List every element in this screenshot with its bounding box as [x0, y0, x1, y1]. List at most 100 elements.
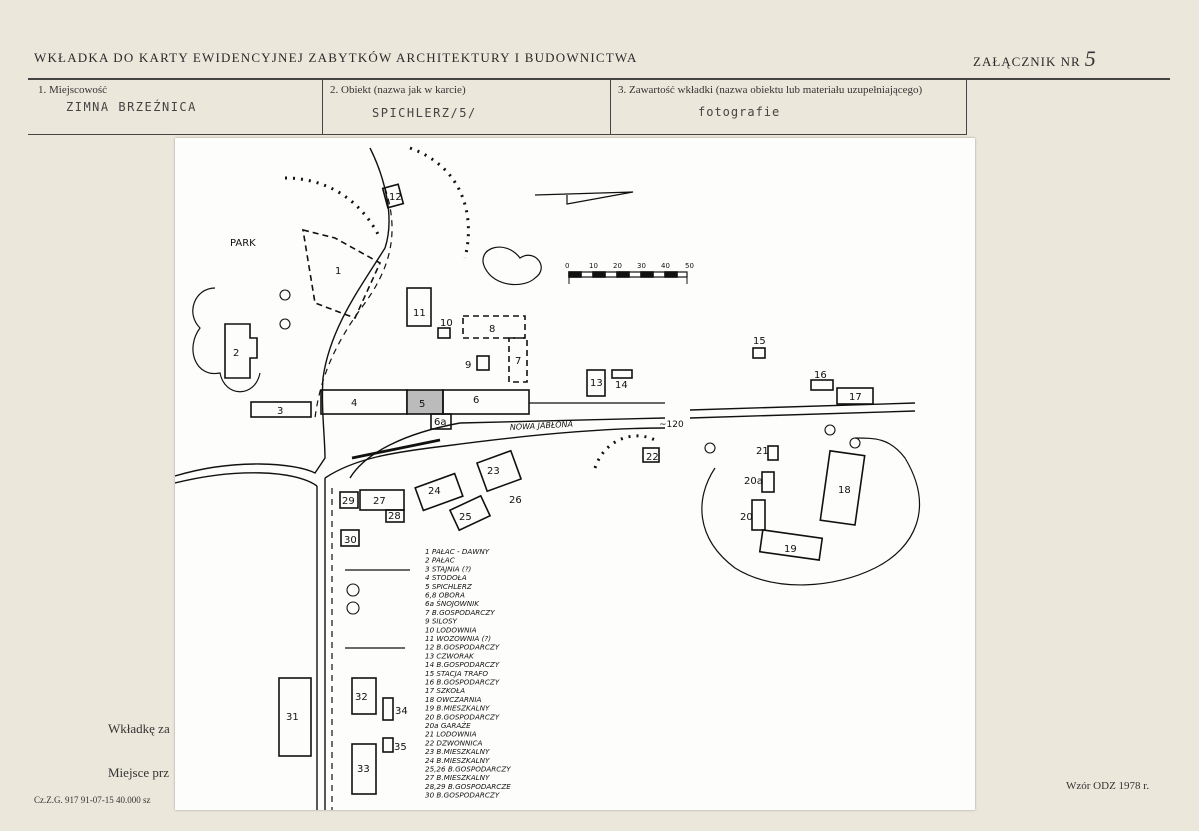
building-number-29: 29 — [342, 496, 355, 507]
form-title: WKŁADKA DO KARTY EWIDENCYJNEJ ZABYTKÓW A… — [34, 50, 638, 65]
building-number-10: 10 — [440, 318, 453, 329]
legend-entry: 21 LODOWNIA — [425, 730, 477, 739]
building-7 — [508, 337, 528, 383]
building-14 — [611, 369, 633, 379]
building-19 — [758, 529, 824, 561]
legend-entry: 27 B.MIESZKALNY — [425, 773, 490, 782]
building-27 — [359, 489, 405, 511]
building-33 — [351, 743, 377, 795]
tree — [279, 318, 291, 330]
building-18 — [819, 449, 866, 526]
park-arc-lower — [593, 434, 656, 469]
building-24 — [414, 472, 464, 512]
legend-entry: 3 STAJNIA (?) — [425, 564, 472, 573]
legend-entry: 13 CZWORAK — [425, 651, 475, 660]
building-16 — [810, 379, 834, 391]
legend-entry: 28,29 B.GOSPODARCZE — [425, 782, 511, 791]
road-nowa-jablona-s — [324, 427, 666, 479]
park-label: PARK — [230, 238, 256, 249]
legend-entry: 10 LODOWNIA — [425, 625, 477, 634]
building-number-22: 22 — [646, 452, 659, 463]
building-number-25: 25 — [459, 512, 472, 523]
main-road-north-edge — [175, 147, 390, 477]
field-2-value: SPICHLERZ/5/ — [372, 106, 477, 120]
tree-clump-east — [701, 437, 920, 586]
building-15 — [752, 347, 766, 359]
field-3-label: 3. Zawartość wkładki (nazwa obiektu lub … — [618, 84, 923, 96]
building-6a — [430, 413, 452, 430]
building-4 — [320, 389, 408, 415]
road-east-north — [689, 402, 916, 411]
building-number-6: 6 — [473, 395, 479, 406]
road-nowa-jablona-top — [459, 417, 666, 424]
tree — [704, 442, 716, 454]
road-east-south — [689, 410, 916, 419]
legend-entry: 23 B.MIESZKALNY — [425, 747, 490, 756]
tree-clump-west — [192, 287, 261, 393]
building-number-15: 15 — [753, 336, 766, 347]
building-32 — [351, 677, 377, 715]
field-2-label: 2. Obiekt (nazwa jak w karcie) — [330, 84, 466, 96]
building-30 — [340, 529, 360, 547]
legend-entry: 15 STACJA TRAFO — [425, 669, 488, 678]
main-road-south-edge — [175, 472, 318, 487]
legend-entry: 12 B.GOSPODARCZY — [425, 643, 500, 652]
legend-entry: 17 SZKOŁA — [425, 686, 465, 695]
building-number-31: 31 — [286, 712, 299, 723]
building-number-23: 23 — [487, 466, 500, 477]
footer-wzor: Wzór ODZ 1978 r. — [1066, 780, 1150, 792]
scale-tick-label: 30 — [637, 262, 646, 270]
building-number-1: 1 — [335, 266, 341, 277]
legend-entry: 1 PAŁAC - DAWNY — [425, 547, 490, 556]
legend-entry: 16 B.GOSPODARCZY — [425, 678, 500, 687]
building-number-34: 34 — [395, 706, 408, 717]
scale-tick-label: 50 — [685, 262, 694, 270]
legend-entry: 14 B.GOSPODARCZY — [425, 660, 500, 669]
scale-tick-label: 0 — [565, 262, 569, 270]
building-number-30: 30 — [344, 535, 357, 546]
building-number-9: 9 — [465, 360, 471, 371]
building-number-32: 32 — [355, 692, 368, 703]
building-number-18: 18 — [838, 485, 851, 496]
footer-miejsce: Miejsce prz — [108, 765, 170, 780]
building-number-12: 12 — [389, 192, 402, 203]
tree — [849, 437, 861, 449]
building-number-14: 14 — [615, 380, 628, 391]
building-12 — [381, 183, 405, 209]
building-2 — [224, 323, 258, 379]
fields-bottom-rule — [28, 134, 966, 135]
park-arc-north — [284, 176, 382, 239]
building-number-27: 27 — [373, 496, 386, 507]
building-17 — [836, 387, 874, 405]
field-3-value: fotografie — [698, 105, 781, 119]
building-number-26: 26 — [509, 495, 522, 506]
building-29 — [339, 491, 359, 509]
building-number-5: 5 — [419, 399, 425, 410]
legend-entry: 7 B.GOSPODARCZY — [425, 608, 495, 617]
building-number-35: 35 — [394, 742, 407, 753]
building-22 — [642, 447, 660, 463]
attachment-number: 5 — [1084, 46, 1097, 71]
tree-clump-north — [482, 246, 542, 286]
building-number-6a: 6a — [434, 417, 447, 428]
scale-tick-label: 40 — [661, 262, 670, 270]
scale-tick-label: 10 — [589, 262, 598, 270]
building-number-21: 21 — [756, 446, 769, 457]
road-dashed-north — [314, 187, 393, 419]
building-number-8: 8 — [489, 324, 495, 335]
legend-entry: 11 WOZOWNIA (?) — [425, 634, 491, 643]
building-31 — [278, 677, 312, 757]
legend-entry: 19 B.MIESZKALNY — [425, 704, 490, 713]
legend-entry: 20 B.GOSPODARCZY — [425, 712, 500, 721]
building-11 — [406, 287, 432, 327]
road-number-label: ~120 — [659, 420, 684, 430]
tree — [346, 601, 360, 615]
legend-entry: 30 B.GOSPODARCZY — [425, 791, 500, 800]
building-20a — [761, 471, 775, 493]
attachment-label-text: ZAŁĄCZNIK NR — [973, 54, 1081, 69]
legend-entry: 22 DZWONNICA — [425, 738, 483, 747]
